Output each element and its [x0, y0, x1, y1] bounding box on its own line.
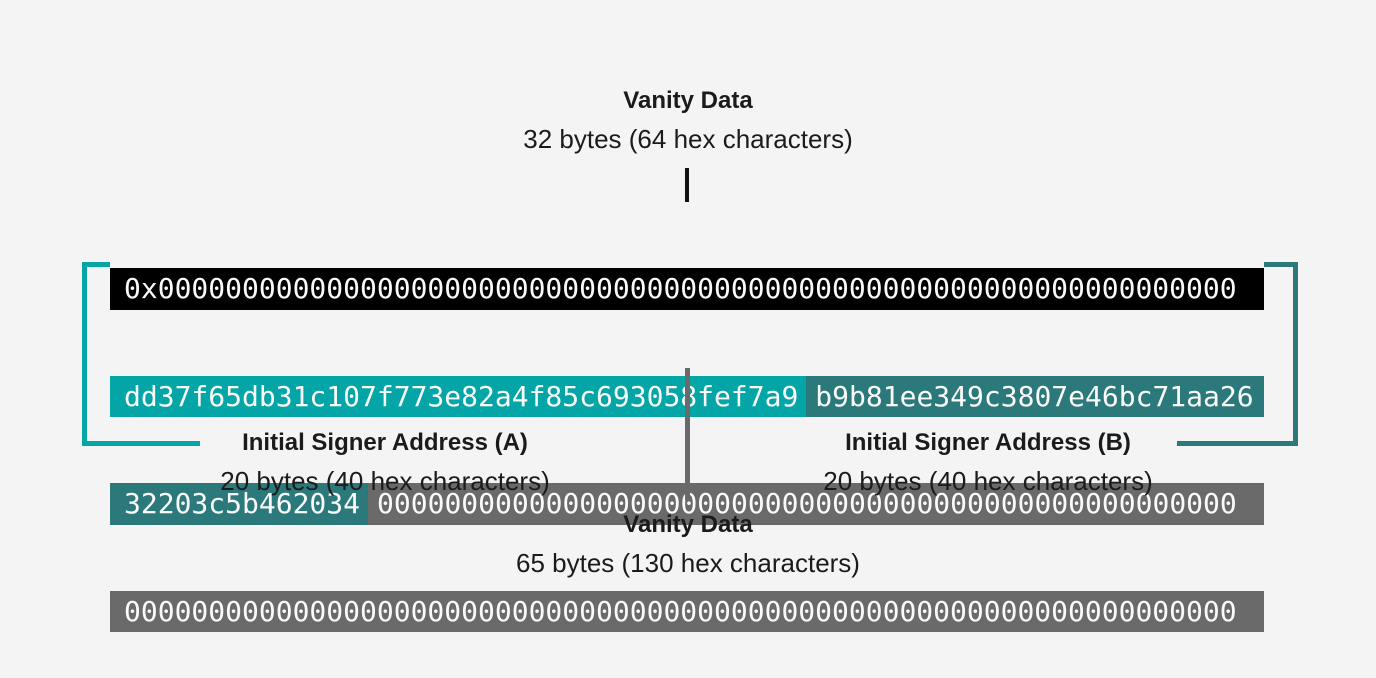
- signer-b-label: Initial Signer Address (B) 20 bytes (40 …: [788, 428, 1188, 498]
- top-vanity-title: Vanity Data: [623, 87, 753, 114]
- signer-b-subtitle: 20 bytes (40 hex characters): [823, 466, 1153, 496]
- signer-a-subtitle: 20 bytes (40 hex characters): [220, 466, 550, 496]
- signer-b-bracket-bottom: [1177, 441, 1298, 446]
- signer-a-title: Initial Signer Address (A): [242, 429, 528, 456]
- vanity-65byte-segment-row4: 0000000000000000000000000000000000000000…: [110, 590, 1264, 632]
- signer-a-bracket-bottom: [82, 441, 200, 446]
- signer-a-segment: dd37f65db31c107f773e82a4f85c693058fef7a9: [110, 375, 807, 417]
- hex-row-3: 32203c5b462034 0000000000000000000000000…: [110, 483, 1264, 525]
- hex-row-1: 0x00000000000000000000000000000000000000…: [110, 268, 1264, 310]
- signer-a-bracket-top: [82, 262, 110, 267]
- top-vanity-label: Vanity Data 32 bytes (64 hex characters): [438, 86, 938, 156]
- hex-row-4: 0000000000000000000000000000000000000000…: [110, 590, 1264, 632]
- bottom-vanity-subtitle: 65 bytes (130 hex characters): [516, 548, 860, 578]
- top-connector-line: [685, 168, 689, 202]
- top-vanity-subtitle: 32 bytes (64 hex characters): [523, 124, 853, 154]
- signer-b-segment-part1: b9b81ee349c3807e46bc71aa26: [806, 375, 1264, 417]
- bottom-connector-line: [685, 368, 690, 500]
- bottom-vanity-title: Vanity Data: [623, 511, 753, 538]
- signer-b-bracket-top: [1264, 262, 1298, 267]
- signer-b-segment-part2: 32203c5b462034: [110, 483, 369, 525]
- vanity-32byte-segment: 0x00000000000000000000000000000000000000…: [110, 268, 1264, 310]
- signer-b-title: Initial Signer Address (B): [845, 429, 1131, 456]
- bottom-vanity-label: Vanity Data 65 bytes (130 hex characters…: [438, 510, 938, 580]
- signer-a-bracket-vertical: [82, 262, 87, 446]
- signer-a-label: Initial Signer Address (A) 20 bytes (40 …: [185, 428, 585, 498]
- vanity-65byte-segment-row3: 0000000000000000000000000000000000000000…: [368, 483, 1264, 525]
- signer-b-bracket-vertical: [1293, 262, 1298, 446]
